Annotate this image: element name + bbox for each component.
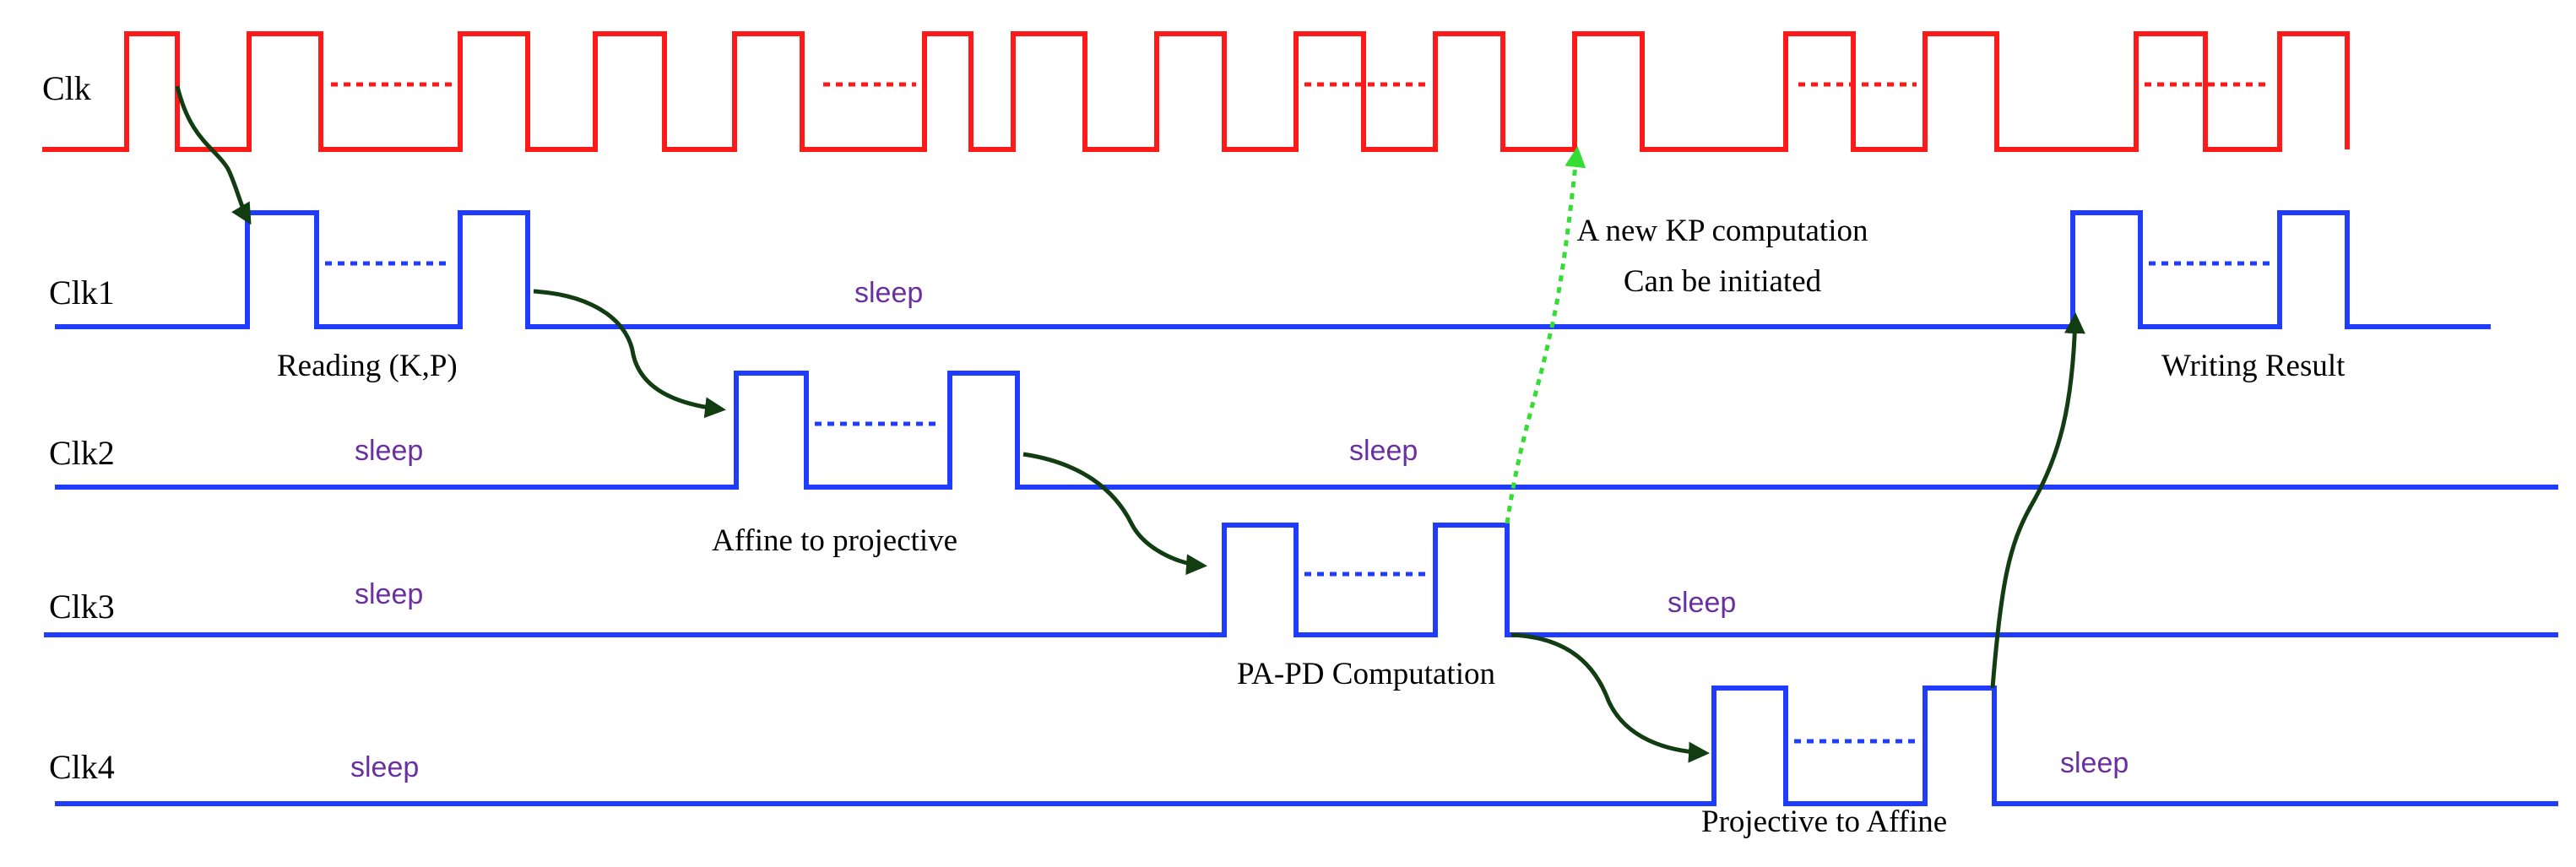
signal-label-clk3: Clk3 (49, 588, 115, 626)
arrow-clk-to-clk1 (175, 85, 252, 225)
arrow-clk2-to-clk3 (1022, 452, 1207, 576)
phase-label-reading: Reading (K,P) (277, 349, 458, 383)
phase-label-pa-pd: PA-PD Computation (1237, 657, 1495, 691)
phase-label-affine-to-projective: Affine to projective (712, 523, 957, 558)
arrow-clk4-to-clk1 (1990, 312, 2085, 689)
clk3-waveform (44, 523, 2558, 637)
clk2-waveform (55, 371, 2558, 490)
signal-label-clk4: Clk4 (49, 748, 115, 786)
restart-note-line2: Can be initiated (1624, 264, 1822, 299)
domain-dotted-gaps (325, 261, 2271, 744)
signal-label-clk1: Clk1 (49, 274, 115, 312)
clk4-waveform (55, 685, 2558, 806)
sleep-label-clk4-b: sleep (2060, 747, 2129, 779)
sleep-label-clk1: sleep (854, 277, 923, 309)
phase-label-writing: Writing Result (2161, 349, 2346, 383)
signal-label-clk2: Clk2 (49, 434, 115, 472)
clk-waveform (42, 31, 2350, 152)
flow-arrows (175, 85, 2085, 763)
restart-note-line1: A new KP computation (1577, 214, 1868, 248)
arrow-clk1-to-clk2 (533, 289, 726, 419)
sleep-label-clk4-a: sleep (350, 751, 419, 783)
sleep-label-clk2-a: sleep (355, 435, 423, 467)
arrow-restart (1505, 146, 1586, 524)
signal-label-clk: Clk (42, 69, 91, 107)
sleep-label-clk2-b: sleep (1349, 435, 1418, 467)
arrow-clk3-to-clk4 (1510, 632, 1710, 763)
phase-label-projective-to-affine: Projective to Affine (1701, 805, 1947, 839)
sleep-label-clk3-b: sleep (1668, 587, 1736, 619)
clk1-waveform (55, 210, 2491, 329)
sleep-label-clk3-a: sleep (355, 578, 423, 610)
